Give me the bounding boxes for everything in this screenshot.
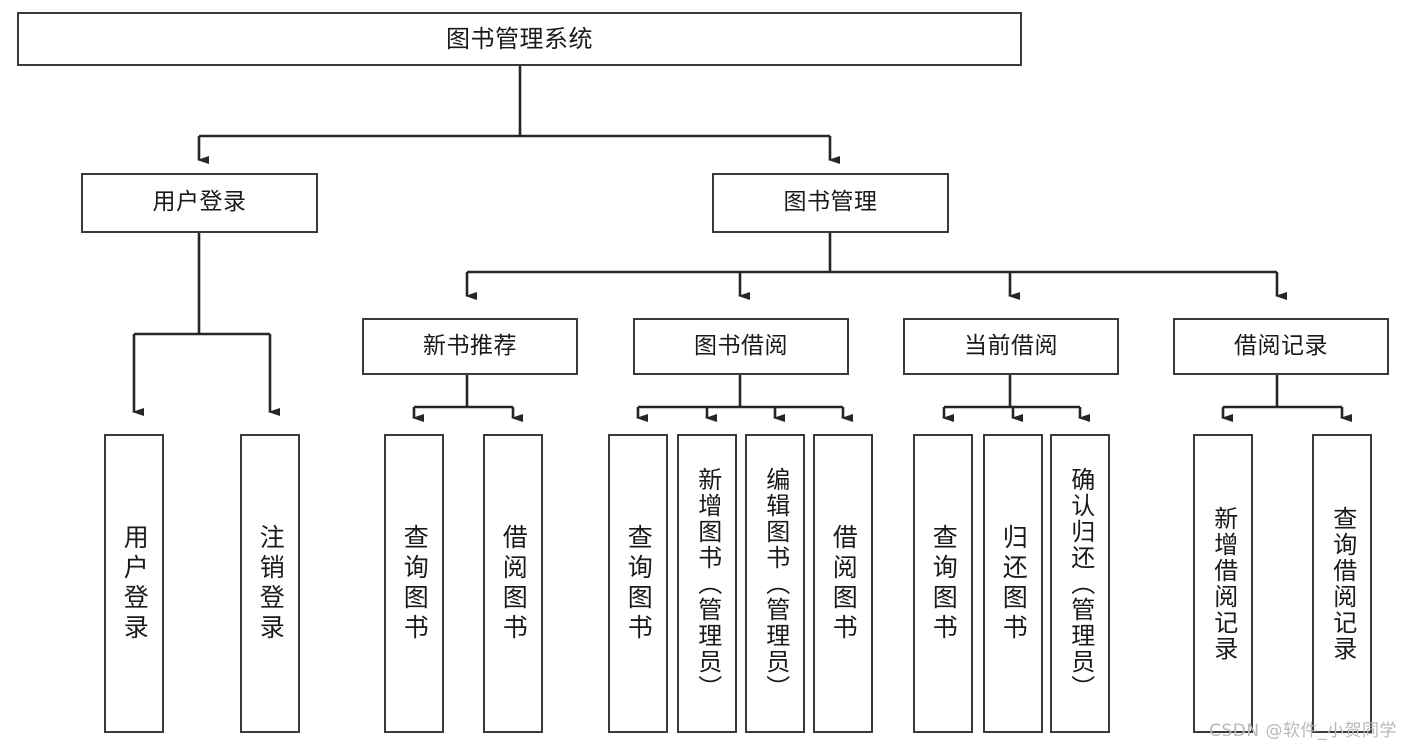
node-root-book-management-system[interactable]: 图书管理系统 bbox=[17, 12, 1022, 66]
node-label: 新书推荐 bbox=[423, 332, 517, 359]
edge-book-borrow-to-leaves bbox=[636, 375, 853, 422]
node-leaf-confirm-return-admin[interactable]: 确认归还（管理员） bbox=[1050, 434, 1110, 733]
edge-book-management-to-level3 bbox=[465, 233, 1287, 300]
node-label: 查询图书 bbox=[929, 523, 959, 644]
node-leaf-query-books-recommend[interactable]: 查询图书 bbox=[384, 434, 444, 733]
node-new-book-recommend[interactable]: 新书推荐 bbox=[362, 318, 578, 375]
node-label: 新增图书（管理员） bbox=[693, 466, 722, 701]
node-label: 借阅图书 bbox=[499, 523, 529, 644]
node-leaf-return-books[interactable]: 归还图书 bbox=[983, 434, 1043, 733]
edge-borrow-record-to-leaves bbox=[1221, 375, 1352, 422]
node-borrow-record[interactable]: 借阅记录 bbox=[1173, 318, 1389, 375]
edge-root-to-level2 bbox=[197, 66, 840, 164]
node-label: 查询图书 bbox=[624, 523, 654, 644]
node-label: 图书管理系统 bbox=[446, 24, 593, 53]
node-leaf-edit-book-admin[interactable]: 编辑图书（管理员） bbox=[745, 434, 805, 733]
node-label: 确认归还（管理员） bbox=[1066, 466, 1095, 701]
node-label: 当前借阅 bbox=[964, 332, 1058, 359]
node-current-borrow[interactable]: 当前借阅 bbox=[903, 318, 1119, 375]
node-leaf-borrow-books[interactable]: 借阅图书 bbox=[813, 434, 873, 733]
node-leaf-query-books-borrow[interactable]: 查询图书 bbox=[608, 434, 668, 733]
edge-current-borrow-to-leaves bbox=[942, 375, 1090, 422]
node-leaf-user-login[interactable]: 用户登录 bbox=[104, 434, 164, 733]
node-label: 查询图书 bbox=[400, 523, 430, 644]
node-label: 注销登录 bbox=[256, 523, 286, 644]
node-leaf-add-borrow-record[interactable]: 新增借阅记录 bbox=[1193, 434, 1253, 733]
edge-user-login-to-leaves bbox=[132, 233, 280, 416]
node-label: 编辑图书（管理员） bbox=[761, 466, 790, 701]
node-label: 新增借阅记录 bbox=[1209, 505, 1238, 662]
node-label: 图书管理 bbox=[783, 189, 878, 216]
node-leaf-add-book-admin[interactable]: 新增图书（管理员） bbox=[677, 434, 737, 733]
csdn-watermark: CSDN @软件_小贺同学 bbox=[1209, 721, 1397, 741]
node-leaf-query-books-current[interactable]: 查询图书 bbox=[913, 434, 973, 733]
node-leaf-query-borrow-record[interactable]: 查询借阅记录 bbox=[1312, 434, 1372, 733]
node-book-borrow[interactable]: 图书借阅 bbox=[633, 318, 849, 375]
node-label: 查询借阅记录 bbox=[1328, 505, 1357, 662]
node-label: 用户登录 bbox=[120, 523, 150, 644]
edge-new-book-recommend-to-leaves bbox=[412, 375, 523, 422]
node-book-management[interactable]: 图书管理 bbox=[712, 173, 949, 233]
node-label: 用户登录 bbox=[152, 189, 247, 216]
node-label: 借阅记录 bbox=[1234, 332, 1328, 359]
node-label: 归还图书 bbox=[999, 523, 1029, 644]
node-label: 图书借阅 bbox=[694, 332, 788, 359]
node-leaf-borrow-books-recommend[interactable]: 借阅图书 bbox=[483, 434, 543, 733]
node-user-login[interactable]: 用户登录 bbox=[81, 173, 318, 233]
node-leaf-logout[interactable]: 注销登录 bbox=[240, 434, 300, 733]
node-label: 借阅图书 bbox=[829, 523, 859, 644]
